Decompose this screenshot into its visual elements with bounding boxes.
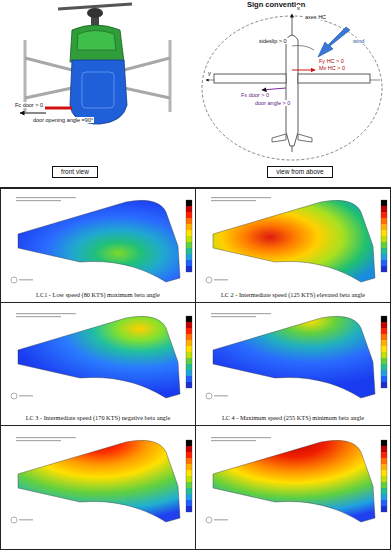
load-case-cell: LC1 - Low speed (80 KTS) maximum beta an…: [0, 188, 196, 303]
axis-label: x: [296, 5, 301, 12]
grid-frame: [1, 188, 391, 550]
load-case-cell: LC 3 - Intermediate speed (170 KTS) nega…: [0, 302, 196, 426]
view-label-box: view from above: [267, 166, 332, 177]
view-label: front view: [61, 168, 89, 175]
sign-label: wind: [352, 38, 365, 44]
angle-label: door opening angle =90°: [32, 117, 94, 123]
contour-plot: [11, 313, 192, 399]
top-view-sign-convention: [202, 14, 382, 160]
sign-label: Fy HC > 0: [318, 58, 345, 64]
load-case-caption: LC 3 - Intermediate speed (170 KTS) nega…: [1, 414, 195, 421]
sign-label: sideslip > 0: [258, 38, 288, 44]
sign-label: Mx HC > 0: [318, 65, 346, 71]
contour-plot: [11, 437, 192, 523]
sign-label: door angle > 0: [254, 100, 291, 106]
load-case-cell: LC 2 - Intermediate speed (125 KTS) elev…: [195, 188, 391, 303]
contour-plot: [11, 197, 192, 283]
load-case-caption: LC 2 - Intermediate speed (125 KTS) elev…: [196, 291, 390, 298]
load-case-caption: LC1 - Low speed (80 KTS) maximum beta an…: [1, 291, 195, 298]
contour-plot: [206, 313, 387, 399]
view-label: view from above: [276, 168, 323, 175]
axis-label: axes HC: [304, 14, 327, 20]
force-label: Fc door > 0: [14, 102, 44, 108]
view-label-box: front view: [52, 166, 98, 177]
load-case-caption: LC 4 - Maximum speed (255 KTS) minimum b…: [196, 414, 390, 421]
axis-label: y: [207, 70, 212, 77]
contour-plot: [206, 197, 387, 283]
contour-plot: [206, 437, 387, 523]
sign-label: Fx door > 0: [240, 92, 270, 98]
load-case-cell: LC 4 - Maximum speed (255 KTS) minimum b…: [195, 302, 391, 426]
